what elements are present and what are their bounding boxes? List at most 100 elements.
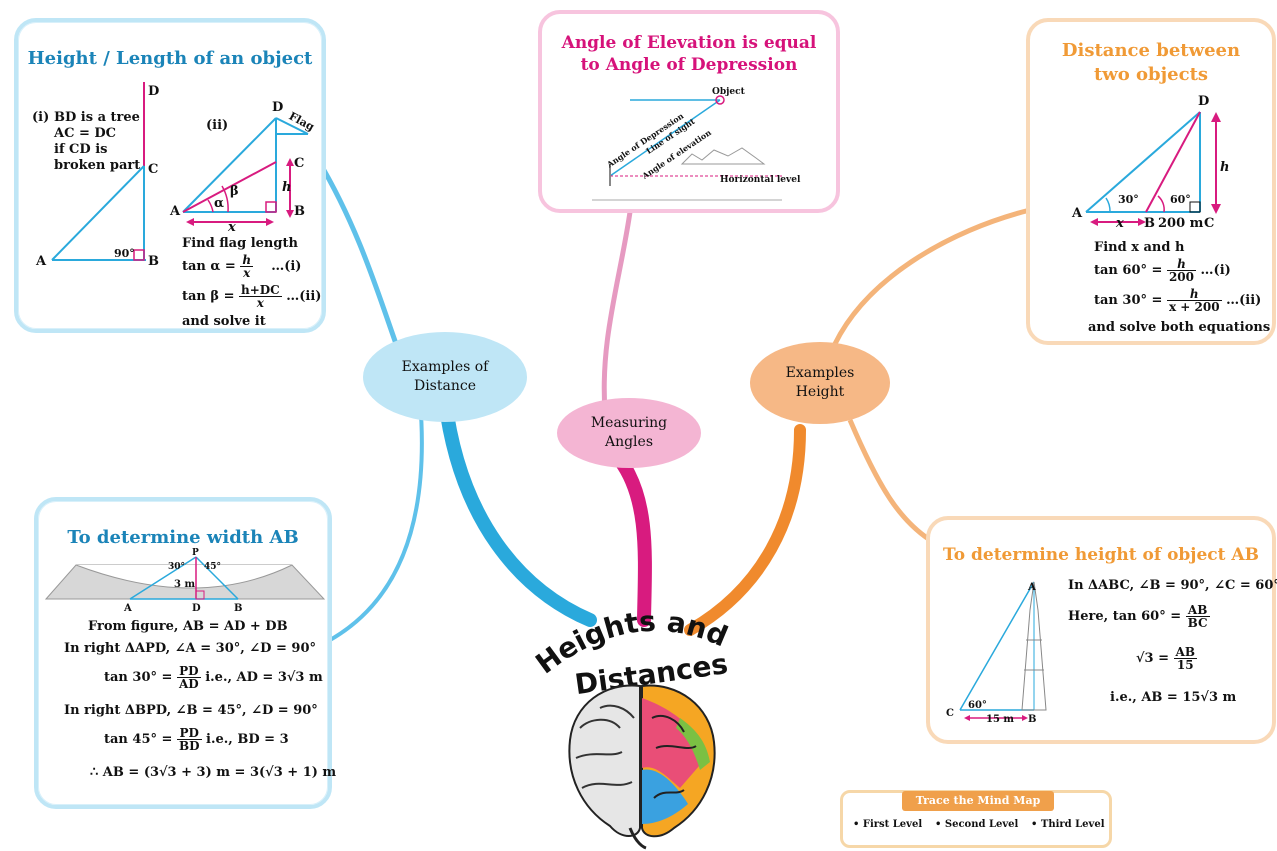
eq1-den: 200 xyxy=(1168,270,1195,284)
branch-distance-thick xyxy=(438,393,597,627)
label-60: 60° xyxy=(968,700,987,711)
eq1-left: tan 60° = xyxy=(1094,263,1163,278)
label-30: 30° xyxy=(168,562,186,572)
bubble-text: Examples Height xyxy=(786,364,855,402)
bubble-examples-height: Examples Height xyxy=(750,342,890,424)
label-B: B xyxy=(234,603,243,614)
legend-title: Trace the Mind Map xyxy=(902,791,1054,811)
label-object: Object xyxy=(712,87,745,97)
card-title-line1: Angle of Elevation is equal xyxy=(561,33,817,53)
eq1-num: h xyxy=(1166,258,1197,271)
l3-den: AD xyxy=(178,677,199,691)
l3-left: √3 = xyxy=(1136,651,1170,666)
i-line-1: BD is a tree xyxy=(54,110,140,125)
label-3m: 3 m xyxy=(174,579,196,590)
i-line-4: broken part xyxy=(54,158,141,173)
l5-num: PD xyxy=(176,727,202,740)
eq1-left: tan α = xyxy=(182,259,236,274)
branch-height-to-top xyxy=(827,207,1031,356)
legend-third: • Third Level xyxy=(1031,819,1105,830)
ii-label-beta: β xyxy=(230,184,239,199)
card-title-line2: two objects xyxy=(1093,64,1209,85)
label-D: D xyxy=(148,84,160,99)
line-4: i.e., AB = 15√3 m xyxy=(1110,690,1237,705)
label-45: 45° xyxy=(204,562,222,572)
bubble-line2: Height xyxy=(795,384,845,400)
label-B: B xyxy=(1028,714,1037,725)
part-ii-label: (ii) xyxy=(206,118,229,133)
card-elevation: Angle of Elevation is equal to Angle of … xyxy=(538,10,840,213)
card-title: To determine height of object AB xyxy=(943,545,1259,565)
label-P: P xyxy=(192,548,199,558)
l3-den: 15 xyxy=(1176,658,1194,672)
bubble-line1: Examples xyxy=(785,365,855,381)
l3-right: i.e., AD = 3√3 m xyxy=(205,670,323,685)
eq1-den: x xyxy=(243,266,251,280)
bubble-measuring-angles: Measuring Angles xyxy=(557,398,701,468)
ii-label-C: C xyxy=(294,156,305,171)
card-height-length: Height / Length of an object (i) BD is a… xyxy=(14,18,326,333)
legend-second: • Second Level xyxy=(935,819,1019,830)
ii-label-B: B xyxy=(294,204,305,219)
find-flag: Find flag length xyxy=(182,236,298,251)
eq1-tag: …(i) xyxy=(271,259,302,274)
card-title: To determine width AB xyxy=(67,527,299,548)
card-height-ab: To determine height of object AB A C B 6… xyxy=(926,516,1277,744)
label-15m: 15 m xyxy=(986,714,1014,725)
ii-label-h: h xyxy=(282,180,292,195)
eq1-num: h xyxy=(240,253,254,267)
branch-angles-thick xyxy=(613,453,652,627)
card-title: Height / Length of an object xyxy=(27,48,313,69)
l2-den: BC xyxy=(1187,616,1208,630)
ii-label-A: A xyxy=(170,204,181,219)
i-line-3: if CD is xyxy=(54,142,108,157)
label-90: 90° xyxy=(114,247,135,260)
label-C: C xyxy=(946,708,954,719)
label-B: B xyxy=(148,254,159,269)
eq2-tag: …(ii) xyxy=(286,289,322,304)
i-line-2: AC = DC xyxy=(54,126,116,141)
line-2: In right ΔAPD, ∠A = 30°, ∠D = 90° xyxy=(64,641,316,656)
bubble-line2: Angles xyxy=(604,434,654,450)
solve-it: and solve it xyxy=(182,314,266,329)
label-A: A xyxy=(1028,582,1036,593)
branch-height-to-bottom xyxy=(847,419,932,543)
eq2-num: h xyxy=(1166,288,1222,301)
branch-distance-to-bottom xyxy=(329,399,424,642)
card-title-line2: to Angle of Depression xyxy=(580,55,798,75)
tree-diagram xyxy=(51,82,146,261)
card-distance-two: Distance between two objects D A B C 30°… xyxy=(1026,18,1276,345)
l3-num: PD xyxy=(176,665,201,678)
label-x: x xyxy=(1116,216,1124,231)
ii-label-D: D xyxy=(272,100,284,115)
label-h: h xyxy=(1220,160,1230,175)
line-6: ∴ AB = (3√3 + 3) m = 3(√3 + 1) m xyxy=(90,765,337,780)
bubble-line1: Measuring xyxy=(590,415,668,431)
label-A: A xyxy=(124,603,132,614)
label-D: D xyxy=(1198,94,1210,109)
l5-left: tan 45° = xyxy=(104,732,173,747)
find-x-h: Find x and h xyxy=(1094,240,1185,255)
label-C: C xyxy=(1204,216,1215,231)
elevation-diagram xyxy=(592,95,782,201)
label-30: 30° xyxy=(1118,193,1139,206)
l2-num: AB xyxy=(1185,604,1210,617)
branch-height-thick xyxy=(684,424,806,636)
ii-label-alpha: α xyxy=(214,196,225,211)
l2-left: Here, tan 60° = xyxy=(1068,609,1182,624)
tower-diagram xyxy=(959,581,1047,721)
line-1: In ΔABC, ∠B = 90°, ∠C = 60° xyxy=(1068,578,1277,593)
brain-icon xyxy=(568,684,716,850)
bubble-examples-distance: Examples of Distance xyxy=(363,332,527,422)
label-A: A xyxy=(1072,206,1083,221)
